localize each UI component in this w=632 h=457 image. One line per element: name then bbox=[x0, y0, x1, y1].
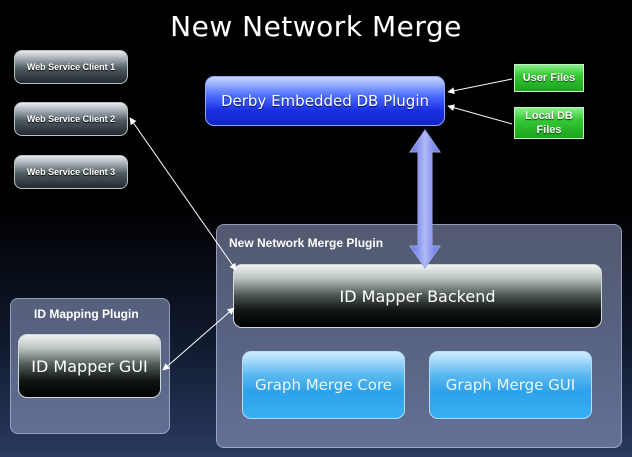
local-db-files-connector bbox=[447, 104, 513, 125]
derby-embedded-db-plugin: Derby Embedded DB Plugin bbox=[205, 76, 445, 126]
new-network-merge-plugin-label: New Network Merge Plugin bbox=[229, 236, 384, 250]
diagram-title: New Network Merge bbox=[170, 10, 462, 43]
web-service-client-3: Web Service Client 3 bbox=[14, 155, 128, 189]
id-mapping-plugin-label: ID Mapping Plugin bbox=[34, 307, 139, 321]
graph-merge-core: Graph Merge Core bbox=[242, 351, 405, 419]
local-db-files-box: Local DB Files bbox=[514, 107, 584, 139]
web-service-client-1: Web Service Client 1 bbox=[14, 50, 128, 84]
graph-merge-gui: Graph Merge GUI bbox=[429, 351, 592, 419]
web-service-client-2: Web Service Client 2 bbox=[14, 102, 128, 136]
user-files-box: User Files bbox=[514, 64, 584, 92]
id-mapper-backend: ID Mapper Backend bbox=[233, 264, 602, 328]
id-mapper-gui: ID Mapper GUI bbox=[18, 334, 161, 398]
user-files-connector bbox=[447, 78, 513, 95]
